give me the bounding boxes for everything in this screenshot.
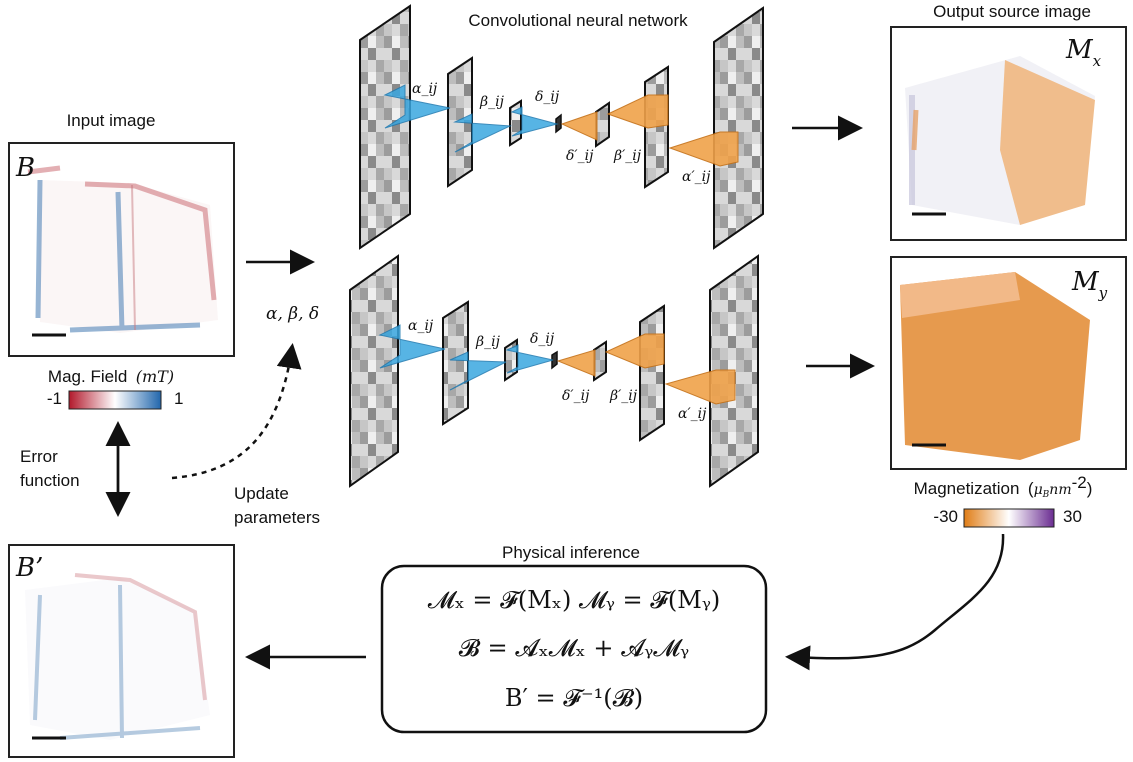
decoder-cone-delta bbox=[560, 111, 598, 141]
magnetization-min: -30 bbox=[933, 507, 958, 526]
label-beta-prime-top: β′_ij bbox=[613, 148, 642, 164]
decoder-cone-alpha-bottom bbox=[664, 369, 736, 405]
output-my-tag: My bbox=[1071, 267, 1108, 302]
cnn-bottom: α_ij β_ij δ_ij δ′_ij β′_ij α′_ij bbox=[349, 254, 759, 488]
encoder-cone-delta-bottom bbox=[505, 344, 554, 374]
inference-box bbox=[380, 564, 768, 734]
cnn-top: α_ij β_ij δ_ij δ′_ij β′_ij α′_ij bbox=[359, 4, 764, 250]
mag-field-max: 1 bbox=[174, 389, 183, 408]
encoder-cone-alpha bbox=[383, 84, 451, 129]
layer-bottleneck-top bbox=[555, 113, 562, 134]
input-image-tag: B bbox=[15, 153, 35, 183]
cnn-title: Convolutional neural network bbox=[468, 11, 688, 30]
inference-eq3: B′ = 𝓕⁻¹(𝓑) bbox=[505, 684, 643, 712]
layer-beta-prime-bottom bbox=[639, 304, 665, 442]
label-delta-prime-top: δ′_ij bbox=[566, 148, 594, 164]
mag-field-min: -1 bbox=[47, 389, 62, 408]
encoder-cone-beta-bottom bbox=[449, 351, 507, 391]
error-label-line1: Error bbox=[20, 447, 58, 466]
update-label-line1: Update bbox=[234, 484, 289, 503]
label-alpha-prime-bottom: α′_ij bbox=[678, 406, 707, 422]
decoder-cone-delta-bottom bbox=[556, 349, 596, 377]
label-beta-prime-bottom: β′_ij bbox=[609, 388, 638, 404]
decoder-cone-beta bbox=[606, 94, 669, 129]
label-beta-bottom: β_ij bbox=[475, 334, 501, 350]
decoder-cone-alpha bbox=[668, 131, 739, 167]
arrow-output-to-inference bbox=[785, 533, 1005, 671]
input-field-map bbox=[27, 165, 218, 333]
label-delta-prime-bottom: δ′_ij bbox=[562, 388, 590, 404]
layer-bottleneck-bottom bbox=[551, 350, 558, 370]
input-image-title: Input image bbox=[67, 111, 156, 130]
inference-eq1: 𝓜ₓ = 𝓕(Mₓ) 𝓜ᵧ = 𝓕(Mᵧ) bbox=[428, 586, 721, 614]
update-dotted-arrow bbox=[171, 343, 302, 480]
layer-beta-bottom bbox=[442, 300, 469, 426]
encoder-cone-delta bbox=[510, 106, 559, 137]
decoder-cone-beta-bottom bbox=[604, 333, 665, 369]
magnetization-max: 30 bbox=[1063, 507, 1082, 526]
magnetization-colorbar bbox=[963, 508, 1055, 528]
layer-delta-prime-bottom bbox=[593, 340, 607, 382]
layer-delta-prime-top bbox=[595, 101, 610, 148]
reconstructed-field-map bbox=[25, 573, 210, 740]
layer-input-bottom bbox=[349, 254, 399, 488]
encoder-cone-alpha-bottom bbox=[378, 324, 446, 369]
output-mx-map bbox=[905, 56, 1095, 225]
output-title: Output source image bbox=[933, 2, 1091, 21]
param-symbols: α, β, δ bbox=[266, 304, 319, 324]
inference-title: Physical inference bbox=[502, 543, 640, 562]
reconstructed-image-tag: B’ bbox=[15, 553, 43, 583]
magnetization-caption: Magnetization (μBnm-2) bbox=[914, 473, 1093, 500]
label-alpha-bottom: α_ij bbox=[408, 318, 434, 334]
layer-input-top bbox=[359, 4, 411, 250]
label-delta-bottom: δ_ij bbox=[530, 331, 555, 347]
label-delta-top: δ_ij bbox=[535, 89, 560, 105]
label-alpha-top: α_ij bbox=[412, 81, 438, 97]
output-mx-tag: Mx bbox=[1065, 35, 1102, 70]
error-label-line2: function bbox=[20, 471, 80, 490]
label-alpha-prime-top: α′_ij bbox=[682, 169, 711, 185]
layer-delta-top bbox=[509, 99, 522, 147]
label-beta-top: β_ij bbox=[479, 94, 505, 110]
inference-eq2: 𝓑 = 𝓐ₓ𝓜ₓ + 𝓐ᵧ𝓜ᵧ bbox=[459, 634, 689, 662]
update-label-line2: parameters bbox=[234, 508, 320, 527]
layer-output-top bbox=[713, 6, 764, 250]
mag-field-colorbar bbox=[68, 390, 162, 410]
output-my-map bbox=[900, 272, 1090, 460]
mag-field-caption: Mag. Field (mT) bbox=[48, 367, 174, 386]
encoder-cone-beta bbox=[453, 113, 512, 153]
